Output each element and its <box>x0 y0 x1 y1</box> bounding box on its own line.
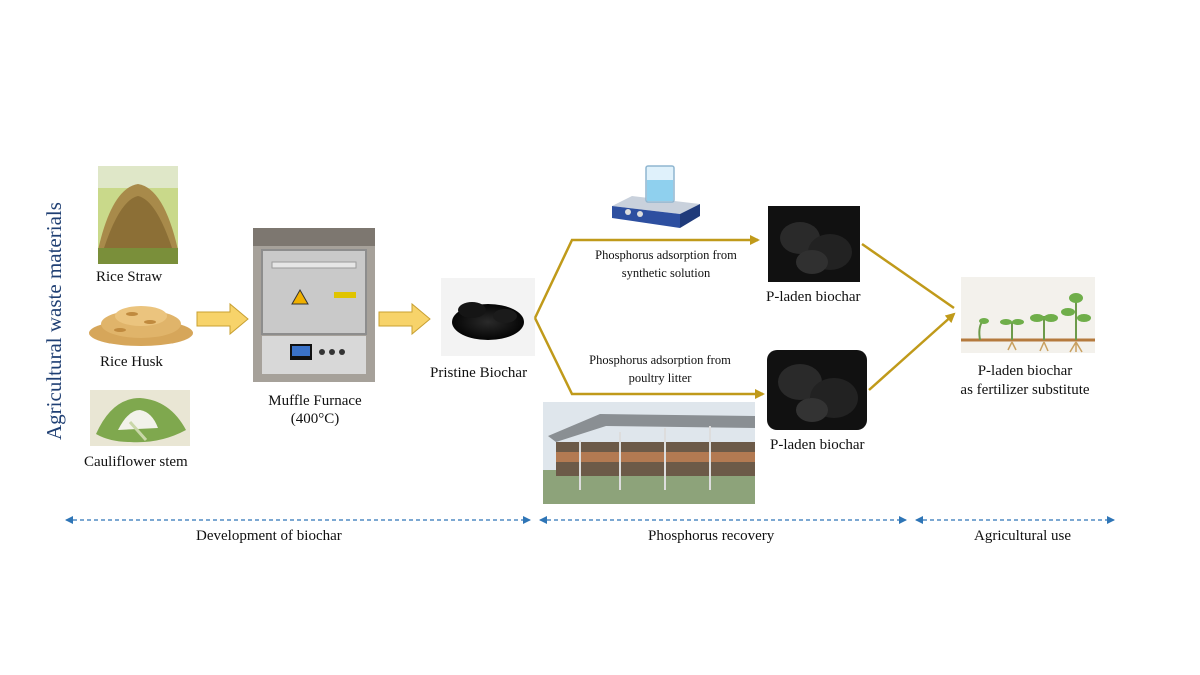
muffle-furnace-image <box>253 228 375 382</box>
cauliflower-stem-image <box>90 390 190 446</box>
branch-top-text-line1: Phosphorus adsorption from <box>595 248 737 262</box>
block-arrow-1 <box>196 302 249 336</box>
furnace-label-line1: Muffle Furnace <box>268 393 362 409</box>
pristine-biochar-image <box>441 278 535 356</box>
branch-bottom-text-line1: Phosphorus adsorption from <box>589 353 731 367</box>
poultry-shed-image <box>543 402 755 504</box>
pristine-biochar-label: Pristine Biochar <box>430 365 528 381</box>
final-label: P-laden biochar as fertilizer substitute <box>930 362 1120 400</box>
furnace-label-line2: (400°C) <box>290 411 340 427</box>
p-laden-biochar-bottom-image <box>767 350 867 430</box>
rice-straw-image <box>98 166 178 264</box>
stage-development-label: Development of biochar <box>196 528 342 544</box>
p-laden-biochar-top-image <box>768 206 860 282</box>
rice-husk-label: Rice Husk <box>100 354 163 370</box>
branch-bottom-text-line2: poultry litter <box>628 371 692 385</box>
branch-arrows <box>533 235 956 399</box>
magnetic-stirrer-image <box>612 165 700 228</box>
p-laden-biochar-top-label: P-laden biochar <box>766 289 861 305</box>
plant-growth-image <box>961 277 1095 353</box>
p-laden-biochar-bottom-label: P-laden biochar <box>770 437 865 453</box>
furnace-label: Muffle Furnace (400°C) <box>252 392 378 428</box>
branch-top-text-line2: synthetic solution <box>621 266 711 280</box>
rice-straw-label: Rice Straw <box>96 269 163 285</box>
rice-husk-image <box>89 306 193 346</box>
branch-bottom-text: Phosphorus adsorption from poultry litte… <box>570 351 750 387</box>
block-arrow-2 <box>378 302 431 336</box>
final-label-line2: as fertilizer substitute <box>960 382 1090 398</box>
stage-agri-use-label: Agricultural use <box>974 528 1072 544</box>
branch-top-text: Phosphorus adsorption from synthetic sol… <box>578 246 754 282</box>
stage-recovery-label: Phosphorus recovery <box>648 528 775 544</box>
cauliflower-stem-label: Cauliflower stem <box>84 454 188 470</box>
final-label-line1: P-laden biochar <box>977 363 1073 379</box>
